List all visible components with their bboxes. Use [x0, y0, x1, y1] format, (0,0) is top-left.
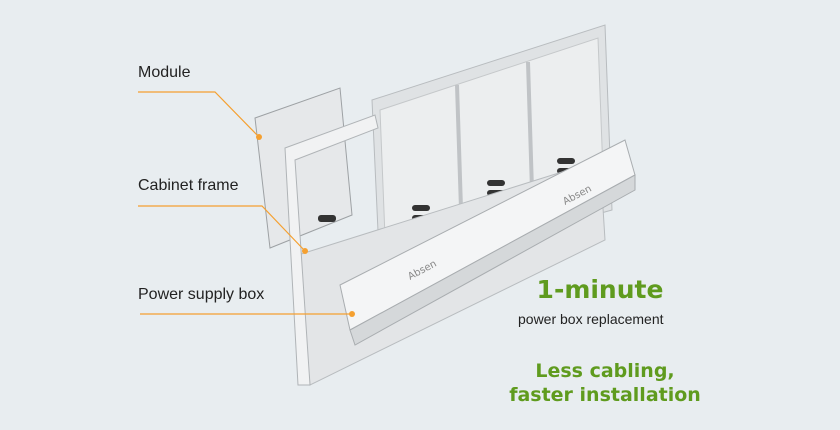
less-cabling-line2: faster installation — [509, 384, 701, 406]
less-cabling-line1: Less cabling, — [535, 360, 675, 382]
module-callout-line — [138, 91, 260, 138]
cabinet-frame-column — [284, 114, 379, 386]
callout-power-supply-box: Power supply box — [138, 286, 265, 303]
callout-cabinet-frame: Cabinet frame — [138, 177, 239, 194]
headline-1-minute: 1-minute — [536, 275, 664, 304]
cabinet-frame-callout-line — [138, 205, 306, 252]
callout-module: Module — [138, 64, 191, 81]
headline-subtitle: power box replacement — [518, 311, 664, 327]
module-panel — [254, 87, 353, 249]
